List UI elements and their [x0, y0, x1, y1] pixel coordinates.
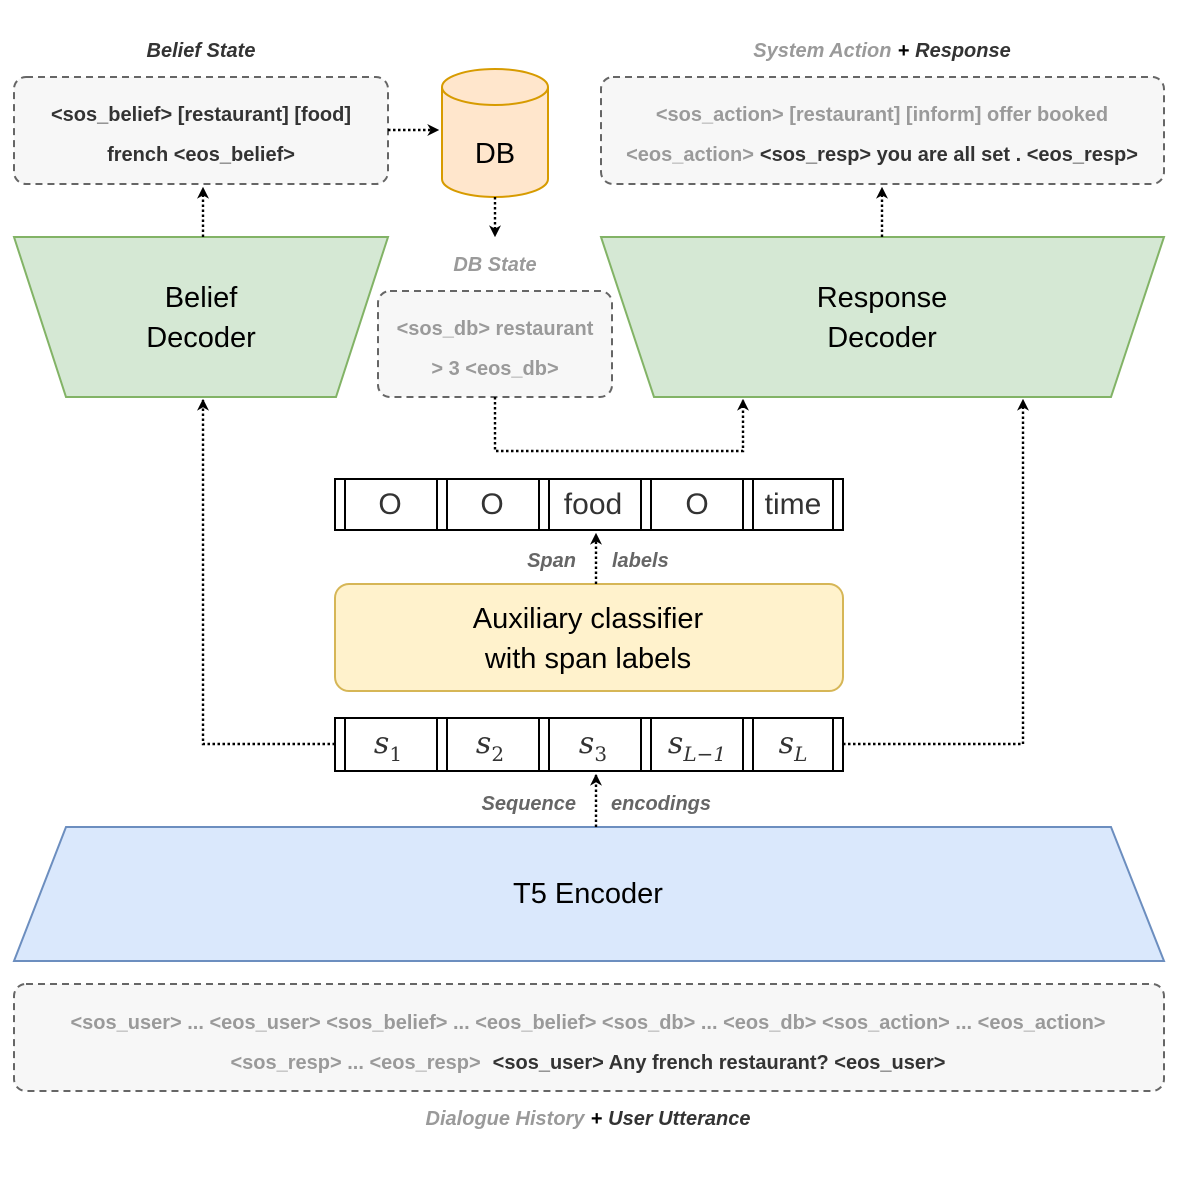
- sequence-cell: sL−1: [668, 726, 726, 766]
- arrow-sequence-to-belief-decoder: [197, 398, 335, 746]
- system-output-box: [600, 76, 1165, 185]
- input-title: Dialogue History+ User Utterance: [426, 1108, 751, 1130]
- db-state-line-1: <sos_db> restaurant: [397, 318, 594, 340]
- belief-decoder-line-1: Belief: [165, 282, 238, 314]
- span-cell: O: [378, 488, 401, 521]
- input-line-2: <sos_resp> ... <eos_resp> <sos_user> Any …: [231, 1052, 946, 1074]
- span-caption-left: Span: [527, 550, 576, 572]
- db-state-box: [377, 290, 613, 398]
- sequence-caption-right: encodings: [611, 793, 711, 815]
- dialogue-input-box: [13, 983, 1165, 1092]
- sequence-cell: sL: [779, 726, 808, 766]
- belief-decoder-line-2: Decoder: [146, 322, 256, 354]
- arrow-db-state-to-response-decoder: [493, 397, 749, 453]
- input-line-2-grey: <sos_resp> ... <eos_resp>: [231, 1052, 481, 1074]
- db-cylinder: [441, 68, 549, 198]
- db-state-title: DB State: [453, 254, 536, 276]
- t5-encoder: [12, 826, 1166, 962]
- sequence-encodings-row: [334, 717, 844, 772]
- belief-state-title: Belief State: [147, 40, 256, 62]
- connectors: [197, 124, 1029, 827]
- dialogue-history-title: Dialogue History: [426, 1108, 586, 1130]
- db-label: DB: [475, 138, 515, 170]
- belief-state-line-2: french <eos_belief>: [107, 144, 295, 166]
- span-labels-row: [334, 478, 844, 531]
- sequence-cell: s2: [476, 726, 504, 766]
- system-output-line-2-grey: <eos_action>: [626, 144, 754, 166]
- belief-decoder: [12, 236, 390, 398]
- encoder-label: T5 Encoder: [513, 878, 663, 910]
- arrow-sequence-to-response-decoder: [843, 398, 1029, 746]
- input-line-2-dark: <sos_user> Any french restaurant? <eos_u…: [493, 1052, 946, 1074]
- system-output-line-2: <eos_action> <sos_resp> you are all set .…: [626, 144, 1138, 166]
- system-output-line-1: <sos_action> [restaurant] [inform] offer…: [656, 104, 1108, 126]
- system-action-title: System Action: [753, 40, 891, 62]
- span-cell: time: [765, 488, 822, 521]
- span-cell: O: [480, 488, 503, 521]
- system-output-title: System Action + Response: [753, 40, 1010, 62]
- sequence-caption-left: Sequence: [482, 793, 576, 815]
- belief-state-box: [13, 76, 389, 185]
- span-caption-right: labels: [612, 550, 669, 572]
- span-cell: O: [685, 488, 708, 521]
- response-decoder-line-1: Response: [817, 282, 948, 314]
- belief-state-line-1: <sos_belief> [restaurant] [food]: [51, 104, 351, 126]
- sequence-cell: s3: [579, 726, 607, 766]
- db-state-line-2: > 3 <eos_db>: [431, 358, 558, 380]
- system-output-line-2-dark: <sos_resp> you are all set . <eos_resp>: [760, 144, 1138, 166]
- sequence-cell: s1: [374, 726, 402, 766]
- input-title-plus: +: [590, 1108, 602, 1130]
- user-utterance-title: User Utterance: [608, 1108, 750, 1130]
- response-title: Response: [915, 40, 1011, 62]
- system-title-plus: +: [897, 40, 909, 62]
- input-line-1: <sos_user> ... <eos_user> <sos_belief> .…: [71, 1012, 1106, 1034]
- auxiliary-classifier: [334, 583, 844, 692]
- span-cell: food: [564, 488, 622, 521]
- response-decoder-line-2: Decoder: [827, 322, 937, 354]
- classifier-line-2: with span labels: [484, 643, 691, 675]
- response-decoder: [599, 236, 1166, 398]
- classifier-line-1: Auxiliary classifier: [473, 603, 704, 635]
